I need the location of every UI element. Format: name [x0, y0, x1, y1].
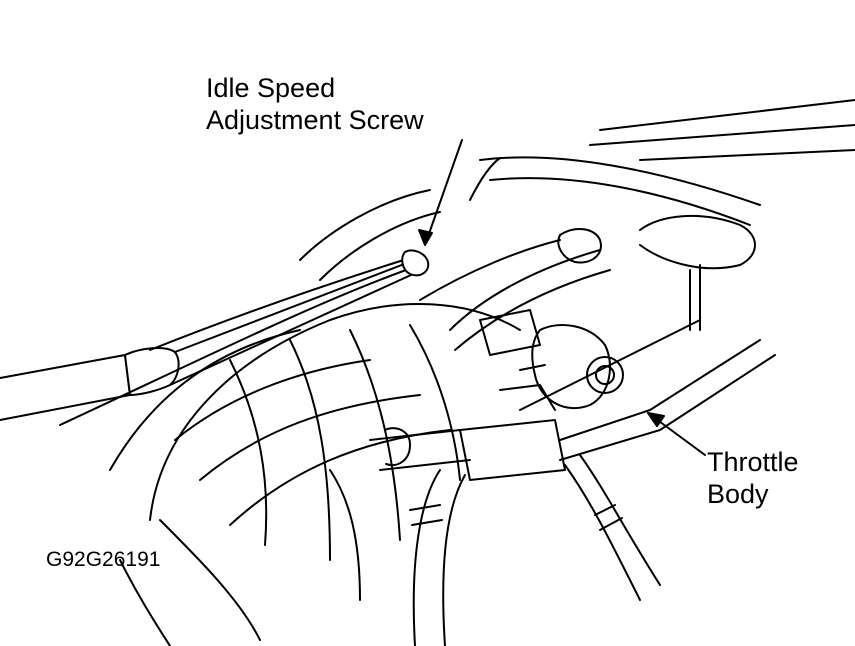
figure-code: G92G26191 — [46, 548, 161, 571]
throttle-body-leader — [647, 412, 706, 456]
throttle-label-line2: Body — [707, 479, 769, 509]
vacuum-hoses — [299, 99, 855, 351]
throttle-body-assembly — [369, 309, 776, 481]
coolant-hoses — [409, 454, 661, 646]
throttle-body-label: Throttle Body — [707, 446, 799, 510]
idle-speed-screw-label: Idle Speed Adjustment Screw — [206, 72, 424, 136]
idle-screw-leader — [418, 139, 463, 246]
idle-label-line2: Adjustment Screw — [206, 105, 424, 135]
idle-label-line1: Idle Speed — [206, 73, 336, 103]
intake-manifold — [109, 303, 521, 646]
throttle-label-line1: Throttle — [707, 447, 799, 477]
screwdriver-tool — [0, 249, 430, 426]
